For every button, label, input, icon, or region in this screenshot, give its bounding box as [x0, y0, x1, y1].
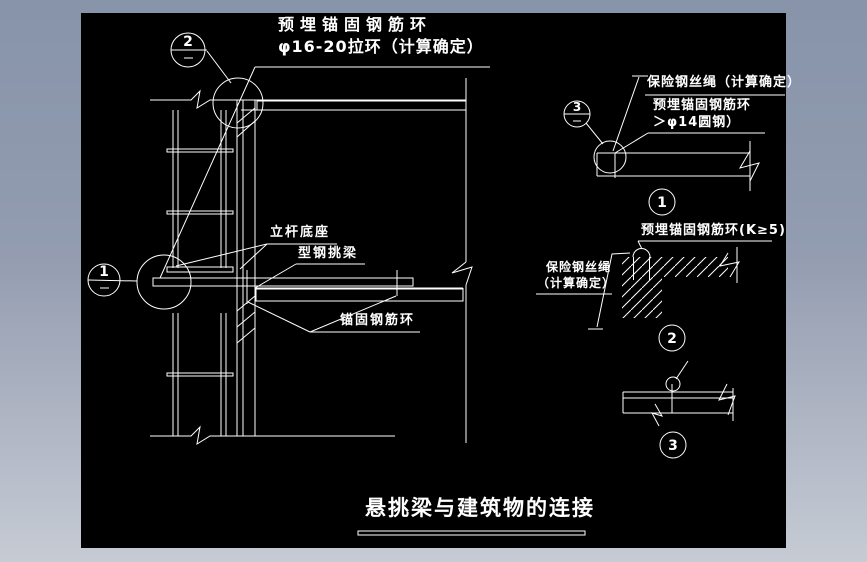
detail-circle-beam-end	[136, 254, 192, 310]
wire-rope-line	[596, 252, 631, 328]
hook-loop	[665, 376, 681, 392]
detail1-wire-rope-note: 保险钢丝绳（计算确定）	[647, 75, 802, 90]
detail-2-number: 2	[667, 331, 677, 347]
detail-2: 2	[536, 240, 772, 352]
balloon-2-callout: 2	[170, 32, 232, 84]
balloon-1-callout: 1	[87, 263, 138, 297]
label-steel-beam: 型钢挑梁	[298, 246, 359, 261]
upper-floor-line	[150, 89, 237, 110]
label-pole-base: 立杆底座	[270, 225, 331, 240]
note-anchor-ring-line1: 预埋锚固钢筋环	[278, 15, 433, 34]
balloon-1-number: 1	[99, 264, 109, 280]
detail2-anchor-note: 预埋锚固钢筋环(K≥5)	[641, 223, 786, 238]
note-anchor-ring-line2: φ16-20拉环（计算确定）	[278, 37, 484, 56]
concrete-corner	[622, 257, 728, 318]
title-underline	[357, 530, 586, 536]
anchor-ring-circle	[593, 140, 627, 174]
detail-3-number: 3	[668, 438, 678, 454]
detail-1-number-circle	[648, 188, 676, 216]
balloon-3-number: 3	[573, 100, 581, 114]
detail-1-number: 1	[657, 195, 667, 211]
detail-3: 3	[622, 360, 736, 459]
detail-1: 3 1	[563, 75, 785, 216]
detail-2-number-circle	[658, 324, 686, 352]
cad-drawing-viewport[interactable]: 2 1 3	[81, 13, 800, 548]
balloon-2-number: 2	[183, 34, 193, 50]
cad-linework: 2 1 3	[87, 32, 785, 536]
detail1-anchor-note-1: 预埋锚固钢筋环	[653, 98, 752, 113]
steel-beam	[152, 277, 414, 287]
detail-circle-top	[212, 77, 264, 129]
main-elevation	[136, 66, 490, 446]
label-anchor-ring: 锚固钢筋环	[340, 313, 416, 328]
drawing-title: 悬挑梁与建筑物的连接	[365, 496, 595, 520]
detail2-wire-rope-note-2: （计算确定）	[537, 276, 616, 290]
pole-base-plate	[166, 266, 234, 273]
detail-3-number-circle	[659, 431, 687, 459]
anchor-ring-loop	[632, 248, 651, 258]
detail2-wire-rope-note-1: 保险钢丝绳	[546, 260, 612, 274]
detail1-anchor-note-2: ＞φ14圆钢）	[653, 115, 741, 130]
tie-wire-line	[159, 66, 256, 279]
